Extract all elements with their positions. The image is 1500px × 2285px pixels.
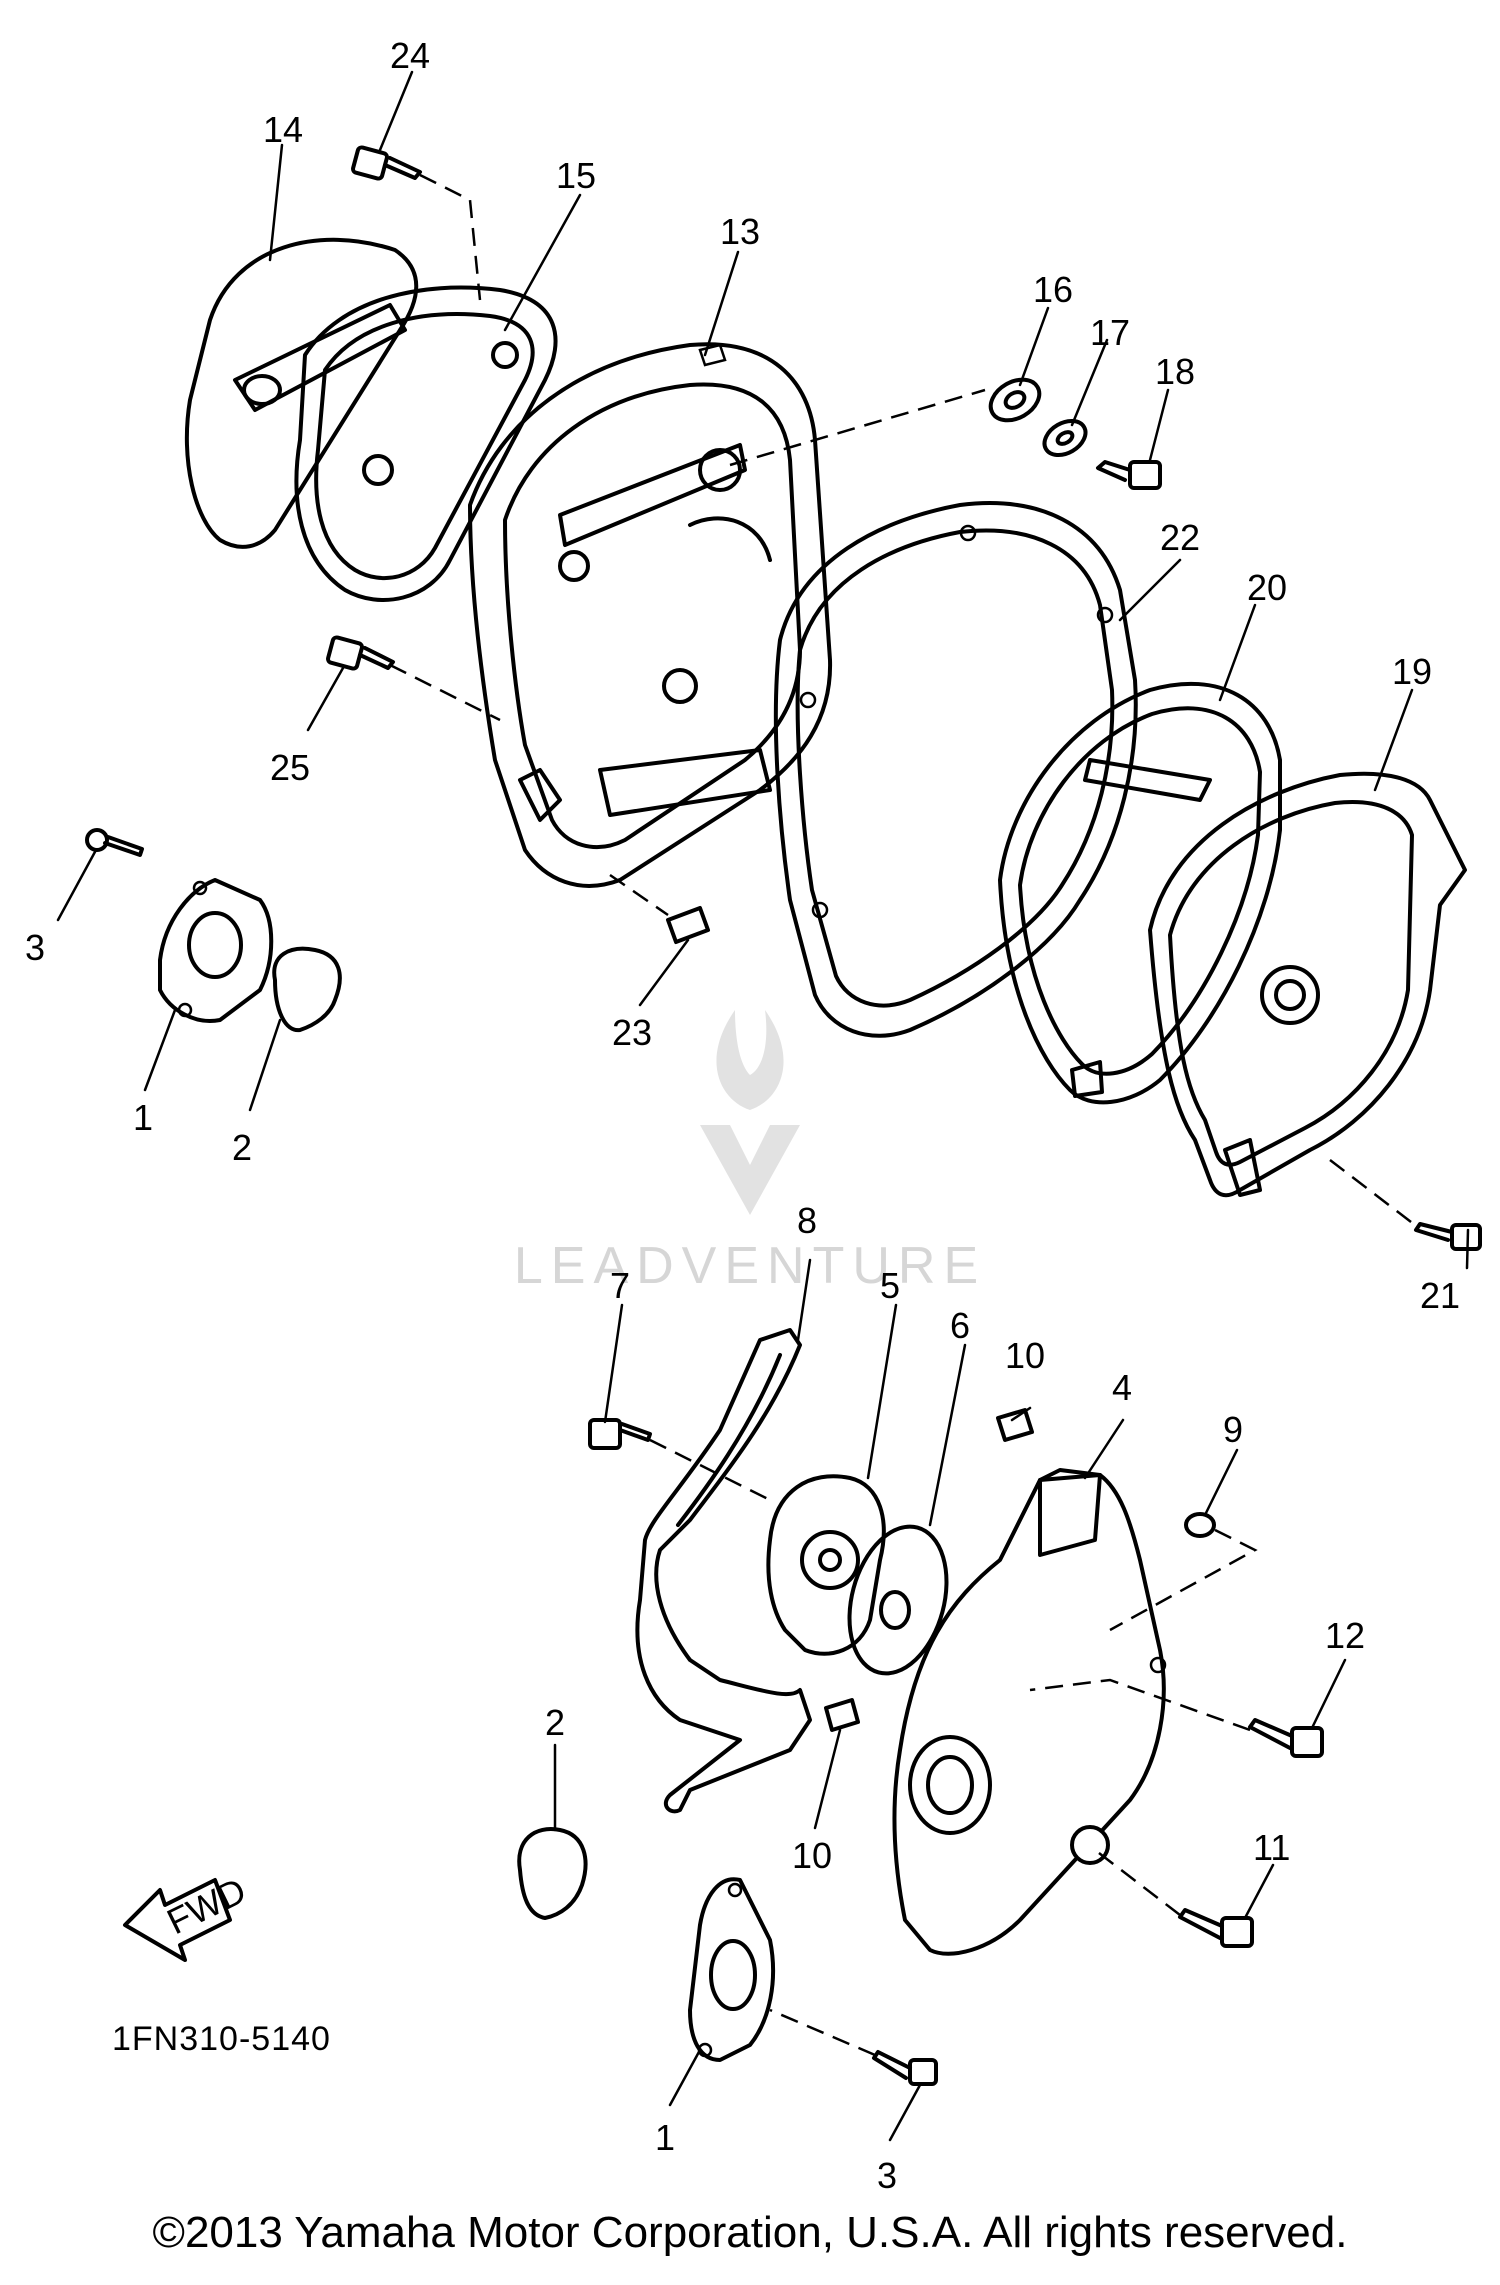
part-4-cover <box>892 1468 1167 1956</box>
part-10-dowel-lower <box>824 1698 860 1732</box>
callout-18: 18 <box>1155 351 1195 392</box>
callout-13: 13 <box>720 211 760 252</box>
part-25-bolt <box>326 635 395 671</box>
part-19-generator-cover <box>1148 771 1467 1198</box>
copyright-notice: ©2013 Yamaha Motor Corporation, U.S.A. A… <box>152 2208 1348 2257</box>
part-18-bolt <box>1096 460 1162 490</box>
lower-leader-lines <box>649 1438 1258 2057</box>
callout-19: 19 <box>1392 651 1432 692</box>
callout-5: 5 <box>880 1265 900 1306</box>
callout-7: 7 <box>610 1265 630 1306</box>
part-9-washer <box>1184 1512 1216 1538</box>
part-1-cover-upper <box>158 878 274 1023</box>
callout-4: 4 <box>1112 1367 1132 1408</box>
part-21-bolt <box>1414 1222 1482 1251</box>
part-13-crankcase-cover <box>468 342 833 888</box>
part-24-bolt <box>351 145 422 181</box>
part-11-bolt <box>1178 1908 1254 1948</box>
callout-23: 23 <box>612 1012 652 1053</box>
fwd-arrow: FWD <box>123 1869 252 1962</box>
callout-2-lower: 2 <box>545 1702 565 1743</box>
part-3-bolt-lower <box>872 2050 938 2086</box>
callout-9: 9 <box>1223 1409 1243 1450</box>
callout-22: 22 <box>1160 517 1200 558</box>
part-17-washer <box>1042 418 1088 458</box>
callout-3-lower: 3 <box>877 2155 897 2196</box>
callout-25: 25 <box>270 747 310 788</box>
callout-10-lower: 10 <box>792 1835 832 1876</box>
part-7-bolt <box>588 1418 652 1450</box>
callout-2-upper: 2 <box>232 1127 252 1168</box>
callout-20: 20 <box>1247 567 1287 608</box>
callout-1-lower: 1 <box>655 2117 675 2158</box>
part-8-gasket <box>635 1328 812 1814</box>
part-22-gasket <box>773 501 1138 1038</box>
callout-24: 24 <box>390 35 430 76</box>
upper-leader-lines <box>389 173 1416 1226</box>
part-10-dowel-upper <box>996 1408 1034 1442</box>
callout-17: 17 <box>1090 312 1130 353</box>
callout-15: 15 <box>556 155 596 196</box>
diagram-code: 1FN310-5140 <box>112 2020 331 2058</box>
callout-16: 16 <box>1033 269 1073 310</box>
callout-12: 12 <box>1325 1615 1365 1656</box>
part-15-gasket <box>294 285 558 602</box>
callout-6: 6 <box>950 1305 970 1346</box>
part-16-grommet <box>988 377 1042 423</box>
part-1-cover-lower <box>688 1877 776 2062</box>
part-12-bolt <box>1248 1718 1324 1758</box>
part-14-cover-plate <box>184 237 419 549</box>
part-5-impeller <box>766 1474 886 1656</box>
part-2-oring-upper <box>272 946 342 1033</box>
callout-8: 8 <box>797 1200 817 1241</box>
callout-3-upper: 3 <box>25 927 45 968</box>
callout-1-upper: 1 <box>133 1097 153 1138</box>
callout-10-upper: 10 <box>1005 1335 1045 1376</box>
callout-21: 21 <box>1420 1275 1460 1316</box>
part-3-bolt-upper <box>85 828 144 857</box>
watermark-text: LEADVENTURE <box>514 1237 986 1295</box>
part-2-oring-lower <box>517 1827 588 1920</box>
callout-leaders <box>56 70 1470 2142</box>
callout-14: 14 <box>263 109 303 150</box>
part-6-plate <box>847 1524 949 1676</box>
part-23-dowel <box>666 906 710 944</box>
callout-11: 11 <box>1253 1827 1290 1868</box>
part-20-gasket <box>998 681 1282 1105</box>
callout-numbers: 24 14 15 13 16 17 18 22 20 19 25 3 1 2 2… <box>25 35 1460 2196</box>
watermark: LEADVENTURE <box>514 1010 986 1295</box>
